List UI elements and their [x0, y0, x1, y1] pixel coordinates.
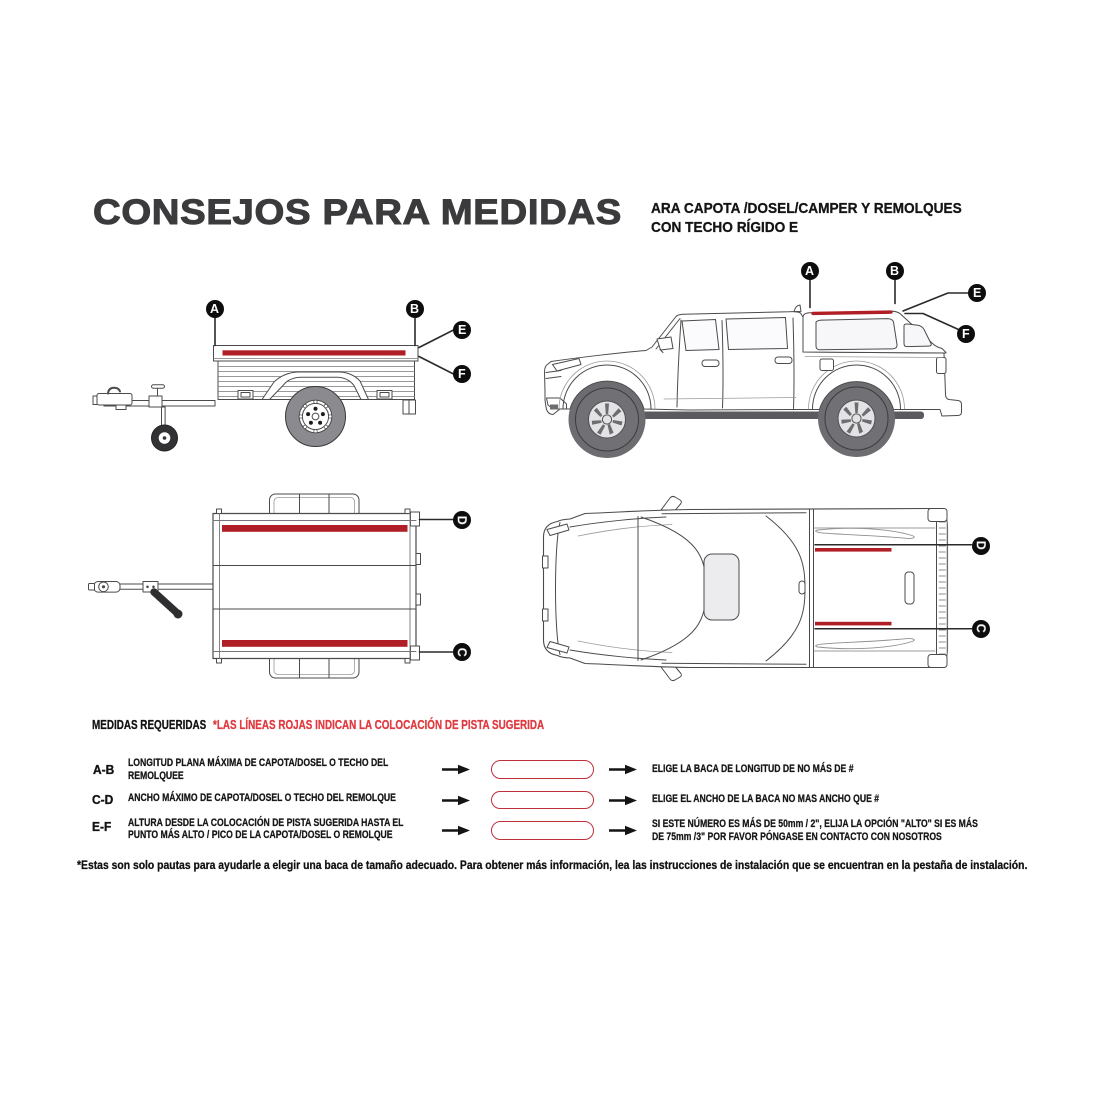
- arrow-right-icon: [442, 764, 470, 775]
- marker-b-trailer-side: B: [406, 300, 424, 318]
- row-ef-instruction-line2: DE 75mm /3" POR FAVOR PÓNGASE EN CONTACT…: [652, 830, 942, 843]
- suggested-track-line-trailer-side: [222, 350, 406, 356]
- marker-c-trailer-top: C: [453, 643, 471, 661]
- marker-e-trailer-side: E: [453, 321, 471, 339]
- red-lines-note: *LAS LÍNEAS ROJAS INDICAN LA COLOCACIÓN …: [212, 716, 544, 732]
- row-ab-instruction: ELIGE LA BACA DE LONGITUD DE NO MÁS DE #: [652, 762, 854, 775]
- truck-rear-wheel: [824, 386, 889, 451]
- suggested-track-line-trailer-top-d: [222, 525, 408, 532]
- suggested-track-line-truck-top-d: [815, 548, 892, 552]
- arrow-right-icon: [442, 795, 470, 805]
- arrow-right-icon: [442, 825, 470, 836]
- row-ef-desc-line1: ALTURA DESDE LA COLOCACIÓN DE PISTA SUGE…: [127, 816, 403, 829]
- measure-pill-cd: [490, 790, 594, 810]
- marker-letter: E: [972, 285, 982, 300]
- arrow-right-icon: [609, 764, 637, 775]
- trailer-side-drawing: [92, 317, 455, 452]
- marker-letter: B: [890, 263, 900, 278]
- marker-e-truck-side: E: [968, 284, 986, 302]
- page-title: CONSEJOS PARA MEDIDAS: [92, 192, 623, 232]
- row-ef-range: E-F: [92, 818, 112, 834]
- arrow-right-icon: [609, 825, 637, 836]
- row-ab-desc-line1: LONGITUD PLANA MÁXIMA DE CAPOTA/DOSEL O …: [127, 757, 388, 769]
- page-subtitle-line1: ARA CAPOTA /DOSEL/CAMPER Y REMOLQUES: [651, 199, 962, 217]
- row-cd-desc-line1: ANCHO MÁXIMO DE CAPOTA/DOSEL O TECHO DEL…: [127, 792, 396, 805]
- truck-top-drawing: [542, 495, 973, 682]
- trailer-wheel: [285, 386, 346, 447]
- marker-letter: D: [455, 515, 470, 525]
- marker-d-truck-top: D: [972, 536, 990, 555]
- footnote: *Estas son solo pautas para ayudarle a e…: [77, 859, 1028, 872]
- row-ab-desc-line2: REMOLQUEE: [127, 770, 184, 782]
- marker-letter: A: [805, 263, 815, 278]
- marker-letter: C: [974, 623, 989, 634]
- marker-letter: D: [974, 540, 989, 551]
- marker-letter: F: [962, 326, 970, 341]
- measures-heading: MEDIDAS REQUERIDAS: [92, 716, 207, 732]
- row-cd-instruction: ELIGE EL ANCHO DE LA BACA NO MAS ANCHO Q…: [652, 793, 880, 806]
- measure-pill-ab: [490, 760, 594, 779]
- marker-d-trailer-top: D: [453, 511, 471, 529]
- marker-letter: E: [457, 322, 467, 337]
- suggested-track-line-truck-top-c: [815, 621, 892, 626]
- truck-front-wheel: [575, 387, 639, 452]
- marker-letter: B: [410, 301, 420, 316]
- marker-letter: C: [455, 647, 470, 657]
- measure-pill-ef: [490, 821, 594, 840]
- marker-a-truck-side: A: [801, 262, 819, 280]
- marker-b-truck-side: B: [886, 262, 904, 280]
- row-cd-range: C-D: [92, 792, 114, 808]
- row-ef-desc-line2: PUNTO MÁS ALTO / PICO DE LA CAPOTA/DOSEL…: [127, 829, 393, 842]
- marker-f-truck-side: F: [957, 325, 975, 343]
- row-ab-range: A-B: [93, 761, 115, 777]
- suggested-track-line-trailer-top-c: [222, 640, 408, 647]
- truck-side-drawing: [544, 279, 969, 458]
- row-ef-instruction-line1: SI ESTE NÚMERO ES MÁS DE 50mm / 2", ELIJ…: [652, 817, 978, 830]
- trailer-top-drawing: [88, 493, 454, 679]
- marker-a-trailer-side: A: [206, 300, 224, 318]
- marker-letter: F: [458, 366, 466, 381]
- arrow-right-icon: [609, 795, 637, 805]
- marker-c-truck-top: C: [972, 619, 990, 638]
- marker-f-trailer-side: F: [453, 365, 471, 383]
- page-subtitle-line2: CON TECHO RÍGIDO E: [651, 218, 799, 236]
- suggested-track-line-truck-side: [811, 310, 893, 316]
- marker-letter: A: [210, 301, 220, 316]
